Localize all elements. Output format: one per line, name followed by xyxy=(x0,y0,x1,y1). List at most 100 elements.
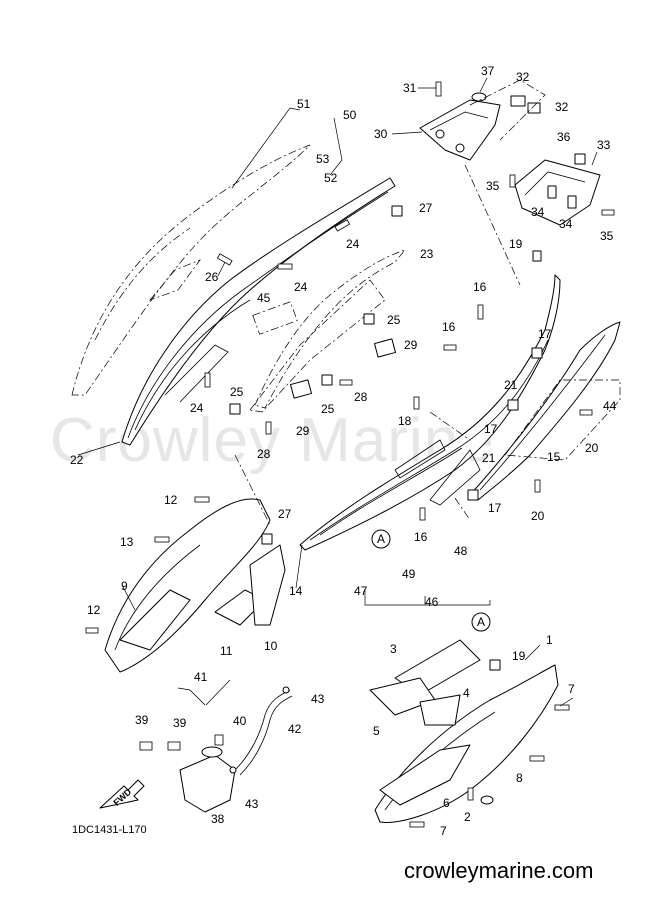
website-label[interactable]: crowleymarine.com xyxy=(404,858,594,883)
callout-6: 6 xyxy=(443,796,450,810)
callout-50: 50 xyxy=(343,108,357,122)
right-cover-1 xyxy=(369,639,570,828)
callout-24: 24 xyxy=(346,237,360,251)
callout-52: 52 xyxy=(324,171,338,185)
callout-10: 10 xyxy=(264,639,278,653)
callout-28: 28 xyxy=(354,390,368,404)
ref-marker-a xyxy=(471,612,491,632)
callout-34: 34 xyxy=(531,205,545,219)
bracket-46 xyxy=(364,590,491,606)
callout-49: 49 xyxy=(402,567,416,581)
callout-29: 29 xyxy=(404,338,418,352)
callout-16b: 16 xyxy=(442,320,456,334)
callout-41: 41 xyxy=(194,670,208,684)
connection-lines xyxy=(234,164,521,526)
callout-19: 19 xyxy=(509,237,523,251)
decal-50-53 xyxy=(71,107,343,396)
callout-35b: 35 xyxy=(600,229,614,243)
callout-31: 31 xyxy=(403,81,417,95)
callout-16c: 16 xyxy=(414,530,428,544)
callout-46: 46 xyxy=(425,595,439,609)
callout-23: 23 xyxy=(420,247,434,261)
body-cover-46 xyxy=(299,274,561,551)
pad-29a xyxy=(373,338,397,358)
callout-35: 35 xyxy=(486,179,500,193)
callout-45: 45 xyxy=(257,291,271,305)
callout-25b: 25 xyxy=(230,385,244,399)
callout-34b: 34 xyxy=(559,217,573,231)
callout-18: 18 xyxy=(398,414,412,428)
callout-47: 47 xyxy=(354,584,368,598)
callout-3: 3 xyxy=(390,642,397,656)
callout-11: 11 xyxy=(220,644,233,658)
callout-39: 39 xyxy=(135,713,149,727)
callout-2: 2 xyxy=(464,810,471,824)
bolts-middle xyxy=(413,250,593,521)
callout-26: 26 xyxy=(205,270,219,284)
callout-19b: 19 xyxy=(512,649,526,663)
callout-8: 8 xyxy=(516,771,523,785)
side-cover-22 xyxy=(121,177,396,446)
callout-39b: 39 xyxy=(173,716,187,730)
callout-5: 5 xyxy=(373,724,380,738)
leader-lines xyxy=(77,77,598,707)
fwd-arrow: FWD xyxy=(99,779,145,809)
callout-9: 9 xyxy=(121,579,128,593)
callout-32b: 32 xyxy=(555,100,569,114)
callout-12: 12 xyxy=(164,493,178,507)
callout-24b: 24 xyxy=(294,280,308,294)
callout-13: 13 xyxy=(120,535,134,549)
ref-marker-a xyxy=(371,529,391,549)
callout-15: 15 xyxy=(547,450,561,464)
ref-marker-a-label: A xyxy=(377,532,385,546)
tank-38 xyxy=(139,686,293,813)
callout-37: 37 xyxy=(481,64,495,78)
diagram-code: 1DC1431-L170 xyxy=(72,824,147,836)
callout-17: 17 xyxy=(538,327,552,341)
callout-25c: 25 xyxy=(321,402,335,416)
side-cover-15 xyxy=(469,321,621,501)
callout-17b: 17 xyxy=(484,422,498,436)
callout-30: 30 xyxy=(374,127,388,141)
callout-43: 43 xyxy=(311,692,325,706)
callout-21: 21 xyxy=(504,378,518,392)
callout-53: 53 xyxy=(316,152,330,166)
callout-38: 38 xyxy=(211,812,225,826)
callout-40: 40 xyxy=(233,714,247,728)
panel-23 xyxy=(249,249,407,413)
callout-12b: 12 xyxy=(87,603,101,617)
callout-25: 25 xyxy=(387,313,401,327)
callout-7: 7 xyxy=(568,682,575,696)
pad-29b xyxy=(289,379,313,399)
callout-4: 4 xyxy=(463,686,470,700)
callout-44: 44 xyxy=(603,399,617,413)
callout-20: 20 xyxy=(585,441,599,455)
callout-42: 42 xyxy=(288,722,302,736)
callout-1: 1 xyxy=(546,633,553,647)
callout-28b: 28 xyxy=(257,447,271,461)
callout-29b: 29 xyxy=(296,424,310,438)
callout-27: 27 xyxy=(419,201,433,215)
callout-20b: 20 xyxy=(531,509,545,523)
callout-48: 48 xyxy=(454,544,468,558)
callout-43b: 43 xyxy=(245,797,259,811)
callout-27b: 27 xyxy=(278,507,292,521)
callout-16: 16 xyxy=(473,280,487,294)
callout-14: 14 xyxy=(289,584,303,598)
bolts-upper xyxy=(204,205,403,435)
bracket-30 xyxy=(419,79,546,161)
callout-numbers: 1 2 3 4 5 6 7 7 8 9 10 11 12 12 13 14 15… xyxy=(70,64,617,838)
left-cover-9 xyxy=(85,496,286,673)
callout-17c: 17 xyxy=(488,501,502,515)
pad-45 xyxy=(252,301,298,335)
callout-24c: 24 xyxy=(190,401,204,415)
callout-33: 33 xyxy=(597,138,611,152)
callout-51: 51 xyxy=(297,97,311,111)
callout-32: 32 xyxy=(516,70,530,84)
bracket-33 xyxy=(509,153,615,226)
ref-marker-a-label: A xyxy=(477,615,485,629)
callout-7b: 7 xyxy=(440,824,447,838)
callout-21b: 21 xyxy=(482,451,496,465)
callout-36: 36 xyxy=(557,130,571,144)
